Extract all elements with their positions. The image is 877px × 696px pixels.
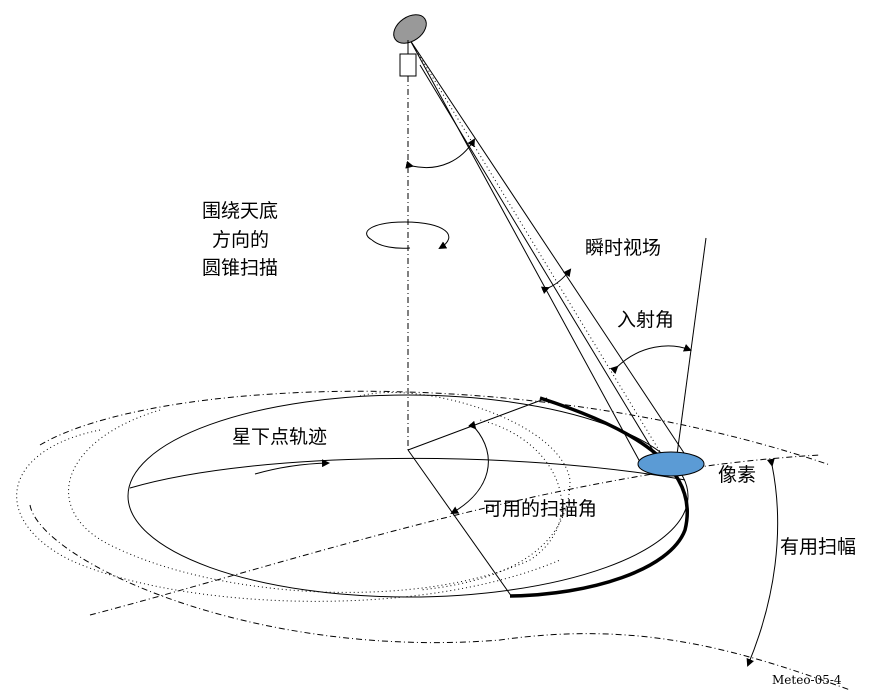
label-subsatellite-track: 星下点轨迹 (232, 426, 327, 448)
footer-code: Meteo-05-4 (772, 673, 842, 687)
beam-axis (409, 39, 669, 466)
outer-swath-arc-1 (39, 390, 831, 466)
track-arrow (254, 459, 330, 475)
label-incidence-angle: 入射角 (617, 309, 674, 331)
subsatellite-track-line (129, 457, 686, 489)
label-useful-swath: 有用扫幅 (780, 536, 856, 558)
scan-radius-lower (407, 449, 513, 598)
nadir-angle-arc (405, 138, 476, 169)
rotation-arrow-tail (371, 239, 411, 249)
label-pixel: 像素 (718, 464, 756, 486)
previous-scan-ellipse-1 (16, 429, 561, 602)
beam-edge-inner (409, 39, 641, 463)
pixel-footprint (637, 451, 705, 477)
label-conical-scan-3: 圆锥扫描 (202, 257, 278, 279)
beam-edge-left (419, 64, 661, 463)
outer-swath-arc-2 (29, 504, 851, 691)
useful-swath-arrow (746, 458, 779, 667)
label-usable-scan-angle: 可用的扫描角 (483, 498, 597, 520)
ifov-angle-arc (540, 268, 572, 295)
satellite-antenna (393, 14, 427, 44)
label-conical-scan-1: 围绕天底 (202, 200, 278, 222)
rotation-arrow (366, 221, 450, 250)
outer-swath-arc-3 (89, 454, 821, 616)
label-ifov: 瞬时视场 (585, 237, 661, 259)
usable-scan-arc (509, 396, 689, 598)
incidence-angle-arc (609, 344, 692, 375)
scan-radius-upper (407, 397, 548, 451)
beam-edge-outer (409, 39, 691, 463)
satellite-body (399, 53, 417, 77)
surface-normal-line (675, 237, 707, 463)
usable-scan-angle-arc (450, 420, 489, 514)
scan-ellipse (127, 394, 689, 598)
label-conical-scan-2: 方向的 (212, 229, 269, 251)
previous-scan-ellipse-3 (359, 392, 571, 591)
previous-scan-ellipse-2 (68, 409, 563, 593)
